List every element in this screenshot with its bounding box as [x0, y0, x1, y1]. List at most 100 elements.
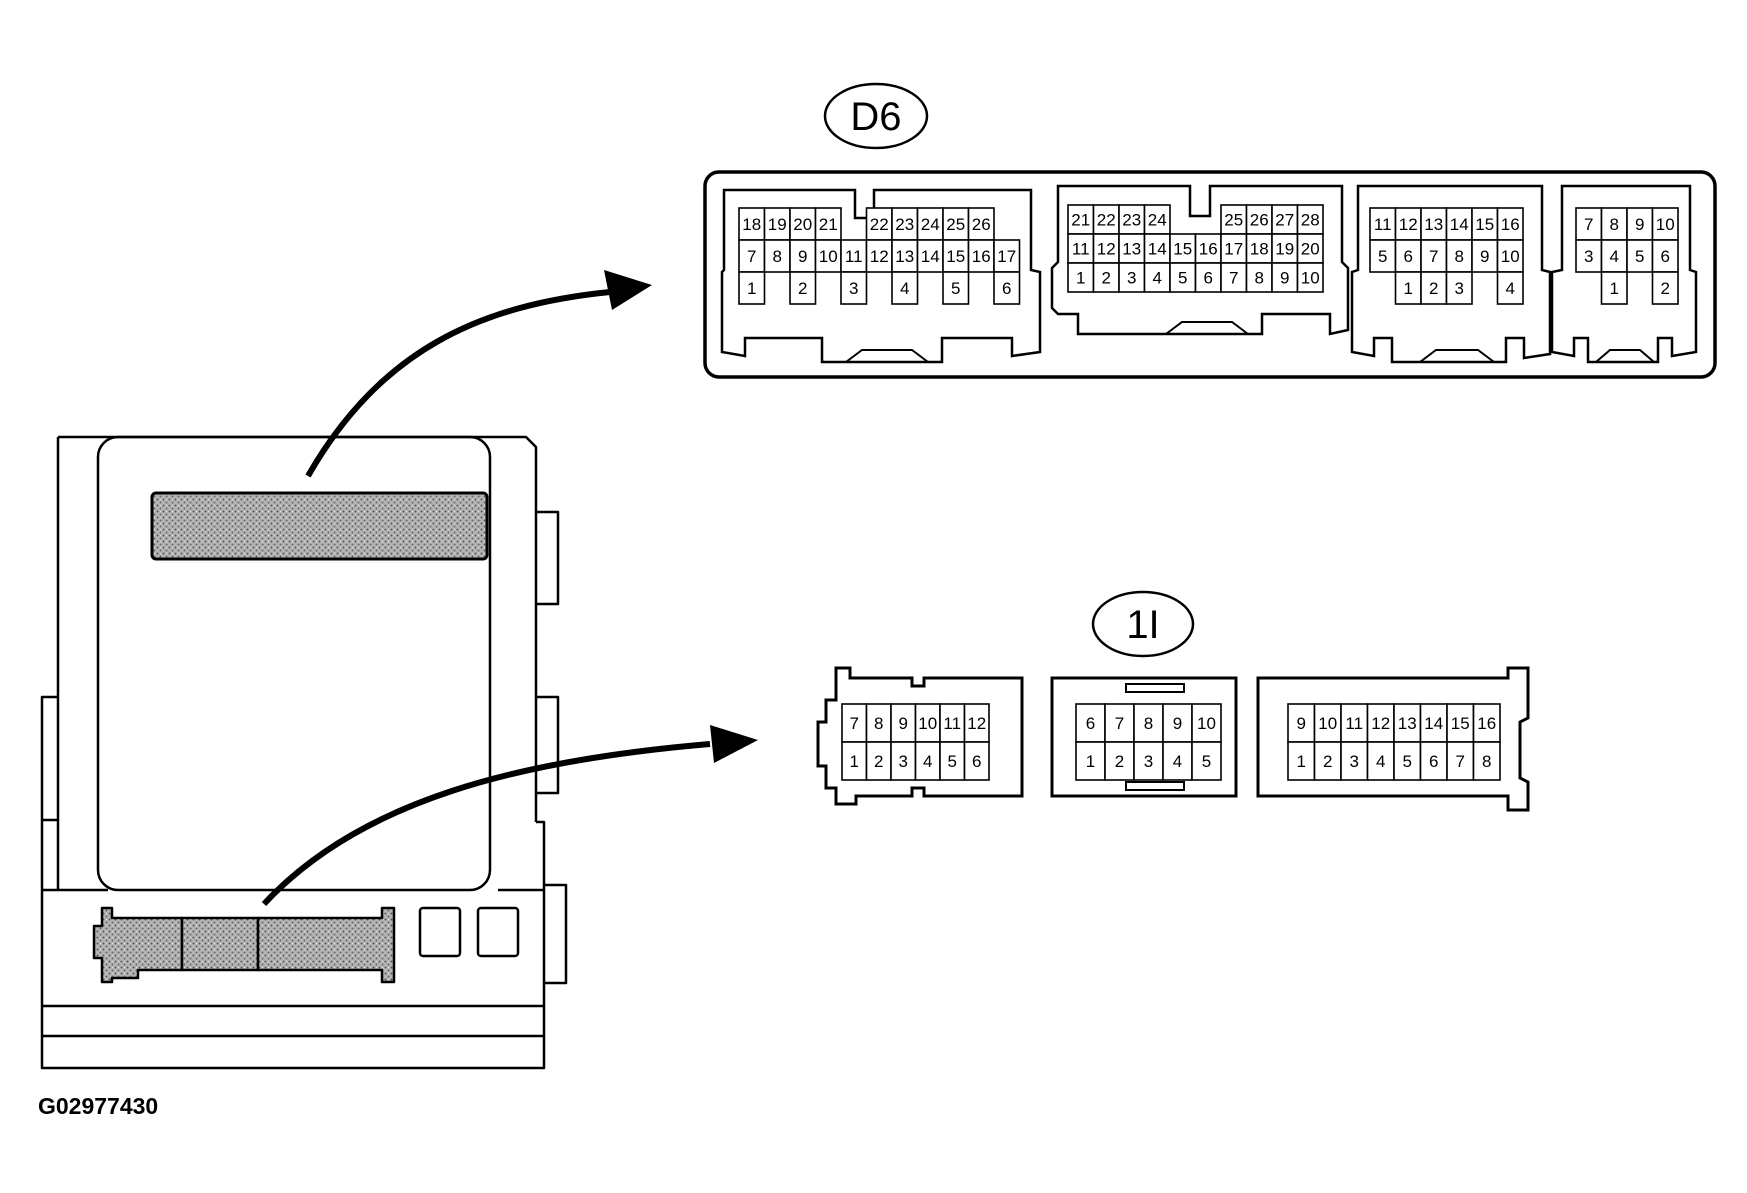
pin-number: 15	[1451, 714, 1470, 733]
pin-number: 6	[1429, 752, 1438, 771]
pin-number: 2	[874, 752, 883, 771]
pin-number: 4	[923, 752, 932, 771]
pin-number: 4	[1376, 752, 1385, 771]
pin-number: 5	[1403, 752, 1412, 771]
pin-number: 2	[798, 279, 807, 298]
pin-number: 1	[1610, 279, 1619, 298]
pin-number: 9	[1280, 269, 1289, 288]
pin-number: 14	[1148, 240, 1167, 259]
pin-cavity	[963, 741, 990, 781]
pin-number: 6	[972, 752, 981, 771]
pin-number: 8	[1610, 215, 1619, 234]
pin-number: 14	[1450, 215, 1469, 234]
pin-number: 12	[870, 247, 889, 266]
pin-number: 20	[1301, 240, 1320, 259]
pin-number: 2	[1102, 269, 1111, 288]
pin-cavity	[814, 239, 842, 273]
pin-number: 2	[1429, 279, 1438, 298]
pin-number: 3	[1455, 279, 1464, 298]
pin-number: 10	[1318, 714, 1337, 733]
pin-cavity	[1287, 703, 1316, 743]
pin-number: 3	[1127, 269, 1136, 288]
pin-number: 25	[1224, 211, 1243, 230]
pin-number: 1	[1297, 752, 1306, 771]
pin-cavity	[891, 271, 919, 305]
pin-number: 14	[1424, 714, 1443, 733]
pin-number: 5	[948, 752, 957, 771]
pin-number: 16	[1477, 714, 1496, 733]
pin-number: 6	[1086, 714, 1095, 733]
pin-cavity	[1191, 703, 1222, 743]
pin-number: 16	[1501, 215, 1520, 234]
pin-number: 9	[1480, 247, 1489, 266]
pin-cavity	[814, 207, 842, 241]
pin-number: 8	[874, 714, 883, 733]
pin-number: 8	[1255, 269, 1264, 288]
pin-number: 11	[1374, 215, 1392, 234]
pin-number: 13	[895, 247, 914, 266]
pin-cavity	[1600, 271, 1628, 305]
1i-label: 1I	[1126, 603, 1159, 647]
pin-cavity	[1369, 239, 1397, 273]
pin-cavity	[1271, 204, 1299, 235]
pin-cavity	[1075, 741, 1106, 781]
pin-number: 7	[1429, 247, 1438, 266]
pin-number: 13	[1424, 215, 1443, 234]
pin-cavity	[1092, 262, 1120, 293]
pin-number: 26	[972, 215, 991, 234]
pin-number: 28	[1301, 211, 1320, 230]
pin-number: 21	[1071, 211, 1090, 230]
pin-number: 10	[918, 714, 937, 733]
pin-number: 9	[1297, 714, 1306, 733]
pin-number: 12	[1097, 240, 1116, 259]
pin-cavity	[841, 741, 868, 781]
pin-number: 7	[1115, 714, 1124, 733]
pin-number: 4	[900, 279, 909, 298]
pin-number: 6	[1204, 269, 1213, 288]
pin-cavity	[1143, 233, 1171, 264]
pin-number: 27	[1275, 211, 1294, 230]
pin-cavity	[1104, 703, 1135, 743]
pin-number: 10	[819, 247, 838, 266]
pin-number: 11	[1345, 714, 1363, 733]
pin-number: 22	[1097, 211, 1116, 230]
pin-number: 9	[899, 714, 908, 733]
pin-cavity	[1651, 239, 1679, 273]
pin-number: 8	[773, 247, 782, 266]
pin-cavity	[763, 239, 791, 273]
pin-number: 1	[747, 279, 756, 298]
pin-cavity	[865, 207, 893, 241]
pin-number: 5	[1178, 269, 1187, 288]
pin-number: 10	[1301, 269, 1320, 288]
pin-number: 9	[1635, 215, 1644, 234]
pin-number: 4	[1173, 752, 1182, 771]
pin-number: 14	[921, 247, 940, 266]
pin-number: 10	[1197, 714, 1216, 733]
pin-cavity	[963, 703, 990, 743]
pin-cavity	[789, 271, 817, 305]
pin-number: 3	[849, 279, 858, 298]
pin-cavity	[1366, 703, 1395, 743]
ecu-1i-socket-shading	[92, 906, 396, 984]
pin-number: 5	[1635, 247, 1644, 266]
pin-number: 21	[819, 215, 838, 234]
pin-cavity	[1626, 239, 1654, 273]
pin-number: 23	[1122, 211, 1141, 230]
pin-number: 2	[1661, 279, 1670, 298]
pin-cavity	[738, 271, 766, 305]
pin-number: 4	[1506, 279, 1515, 298]
pin-number: 18	[742, 215, 761, 234]
arrow-to-d6	[305, 270, 652, 478]
pin-cavity	[1496, 207, 1524, 241]
pin-number: 3	[1350, 752, 1359, 771]
pin-number: 23	[895, 215, 914, 234]
pin-number: 16	[1199, 240, 1218, 259]
pin-number: 17	[997, 247, 1016, 266]
pin-number: 7	[850, 714, 859, 733]
arrow-to-1i	[261, 725, 758, 907]
pin-number: 24	[921, 215, 940, 234]
